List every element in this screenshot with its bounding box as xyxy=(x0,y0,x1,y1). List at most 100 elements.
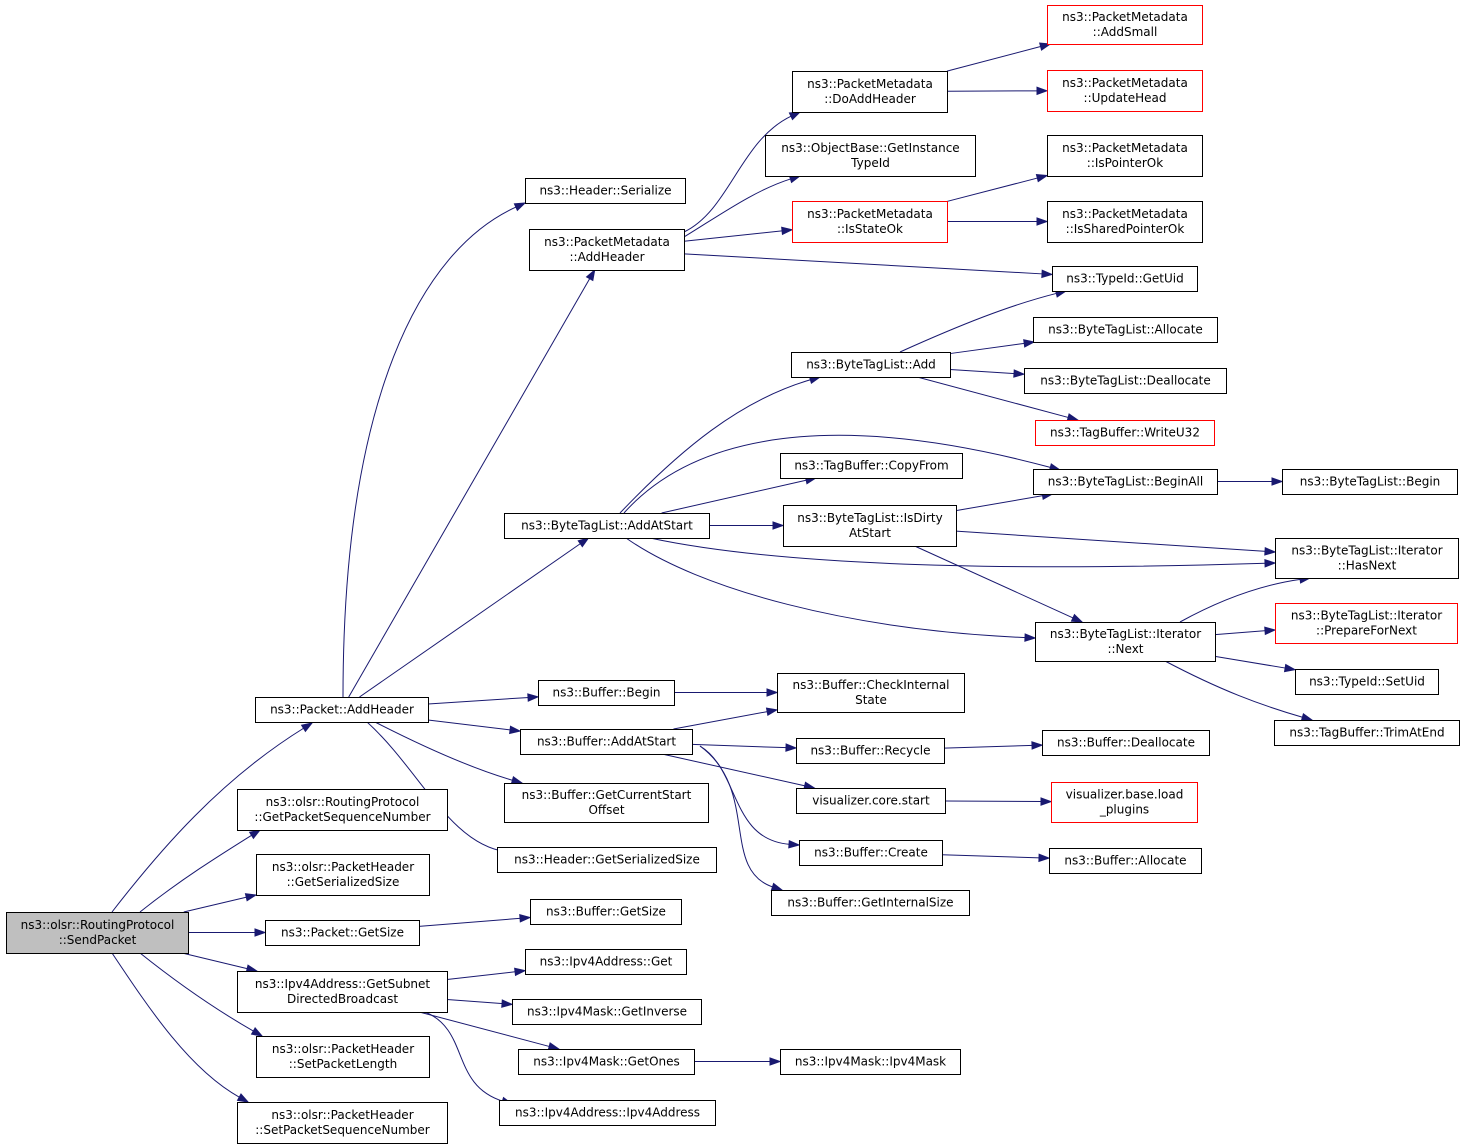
node-pmIsStateOk[interactable]: ns3::PacketMetadata::IsStateOk xyxy=(792,201,948,243)
node-box xyxy=(265,920,420,946)
node-btlBeginAll[interactable]: ns3::ByteTagList::BeginAll xyxy=(1033,469,1218,495)
node-label: ::IsSharedPointerOk xyxy=(1066,222,1185,236)
node-btlIterHasNext[interactable]: ns3::ByteTagList::Iterator::HasNext xyxy=(1275,538,1459,579)
node-label: ns3::PacketMetadata xyxy=(544,235,670,249)
edge-pmDoAddHeader-to-pmAddSmall xyxy=(946,45,1042,72)
node-label: ns3::Ipv4Address::Get xyxy=(540,955,673,969)
node-setPacketSeqNum[interactable]: ns3::olsr::PacketHeader::SetPacketSequen… xyxy=(237,1102,448,1144)
node-label: ns3::ByteTagList::Iterator xyxy=(1050,627,1201,641)
edge-vizCoreStart-to-vizLoadPlugins-arrowhead xyxy=(1040,797,1053,806)
node-bufferCreate[interactable]: ns3::Buffer::Create xyxy=(799,840,943,866)
node-ipv4AddrCtor[interactable]: ns3::Ipv4Address::Ipv4Address xyxy=(499,1100,716,1126)
node-tbWriteU32[interactable]: ns3::TagBuffer::WriteU32 xyxy=(1035,420,1215,446)
node-getPacketSeqNum[interactable]: ns3::olsr::RoutingProtocol::GetPacketSeq… xyxy=(237,789,448,831)
node-label: ns3::PacketMetadata xyxy=(807,77,933,91)
node-label: ns3::Header::GetSerializedSize xyxy=(514,853,700,867)
node-setPacketLength[interactable]: ns3::olsr::PacketHeader::SetPacketLength xyxy=(256,1036,430,1078)
node-label: ns3::olsr::PacketHeader xyxy=(271,1108,413,1122)
node-tbCopyFrom[interactable]: ns3::TagBuffer::CopyFrom xyxy=(780,453,963,479)
node-label: ns3::TagBuffer::WriteU32 xyxy=(1050,426,1200,440)
node-bufferBegin[interactable]: ns3::Buffer::Begin xyxy=(538,680,675,706)
edge-sendPacket-to-packetAddHeader-arrowhead xyxy=(300,722,314,733)
node-bufferGetSize[interactable]: ns3::Buffer::GetSize xyxy=(530,899,682,925)
node-box xyxy=(1042,730,1210,756)
edge-sendPacket-to-getPacketSeqNum-arrowhead xyxy=(248,829,262,840)
node-label: ns3::olsr::PacketHeader xyxy=(272,1042,414,1056)
node-btlAllocate[interactable]: ns3::ByteTagList::Allocate xyxy=(1033,317,1218,343)
node-label: ns3::Header::Serialize xyxy=(539,184,671,198)
edge-bufferAddAtStart-to-bufferCreate-arrowhead xyxy=(788,839,801,849)
node-ipv4AddrGet[interactable]: ns3::Ipv4Address::Get xyxy=(525,949,687,975)
node-label: ns3::TypeId::GetUid xyxy=(1066,272,1184,286)
node-label: ::GetSerializedSize xyxy=(287,875,400,889)
node-btlIterPrepareForNext[interactable]: ns3::ByteTagList::Iterator::PrepareForNe… xyxy=(1275,603,1458,644)
node-bufferRecycle[interactable]: ns3::Buffer::Recycle xyxy=(796,738,945,764)
edge-bufferAddAtStart-to-bufferCheckInternalState-arrowhead xyxy=(765,707,779,716)
node-packetGetSize[interactable]: ns3::Packet::GetSize xyxy=(265,920,420,946)
node-label: ns3::PacketMetadata xyxy=(1062,76,1188,90)
node-bufferGetInternalSize[interactable]: ns3::Buffer::GetInternalSize xyxy=(771,890,970,916)
edge-btlIterNext-to-tbTrimAtEnd xyxy=(1164,660,1304,718)
node-bufferAddAtStart[interactable]: ns3::Buffer::AddAtStart xyxy=(520,729,693,755)
node-packetAddHeader[interactable]: ns3::Packet::AddHeader xyxy=(255,697,429,723)
node-btlBegin[interactable]: ns3::ByteTagList::Begin xyxy=(1282,469,1458,495)
node-label: ns3::TagBuffer::TrimAtEnd xyxy=(1289,726,1444,740)
node-pmAddHeader[interactable]: ns3::PacketMetadata::AddHeader xyxy=(529,229,685,271)
node-label: ::AddSmall xyxy=(1093,25,1158,39)
node-tbTrimAtEnd[interactable]: ns3::TagBuffer::TrimAtEnd xyxy=(1274,720,1460,746)
node-bufferDeallocate[interactable]: ns3::Buffer::Deallocate xyxy=(1042,730,1210,756)
edge-bufferAddAtStart-to-vizCoreStart xyxy=(661,753,806,787)
node-sendPacket[interactable]: ns3::olsr::RoutingProtocol::SendPacket xyxy=(6,912,189,954)
node-box xyxy=(525,949,687,975)
node-pmIsPointerOk[interactable]: ns3::PacketMetadata::IsPointerOk xyxy=(1047,135,1203,177)
node-box xyxy=(529,229,685,271)
node-label: DirectedBroadcast xyxy=(287,992,398,1006)
node-ipv4MaskGetInverse[interactable]: ns3::Ipv4Mask::GetInverse xyxy=(512,999,702,1025)
node-vizLoadPlugins[interactable]: visualizer.base.load_plugins xyxy=(1051,782,1198,823)
node-typeIdSetUid[interactable]: ns3::TypeId::SetUid xyxy=(1295,669,1439,695)
node-label: ::SetPacketSequenceNumber xyxy=(255,1123,430,1137)
node-ipv4MaskGetOnes[interactable]: ns3::Ipv4Mask::GetOnes xyxy=(518,1049,695,1075)
edge-btlIsDirtyAtStart-to-btlBeginAll xyxy=(955,495,1044,512)
node-headerSerialize[interactable]: ns3::Header::Serialize xyxy=(525,178,686,204)
node-ipv4GetSubnetDirected[interactable]: ns3::Ipv4Address::GetSubnetDirectedBroad… xyxy=(237,971,448,1013)
node-headerGetSerializedSize[interactable]: ns3::Header::GetSerializedSize xyxy=(497,847,717,873)
node-label: ns3::ByteTagList::Allocate xyxy=(1048,323,1203,337)
edge-sendPacket-to-ipv4GetSubnetDirected xyxy=(182,952,249,970)
node-btlAddAtStart[interactable]: ns3::ByteTagList::AddAtStart xyxy=(504,513,710,539)
node-box xyxy=(1275,538,1459,579)
node-box xyxy=(1024,368,1227,394)
node-ipv4MaskCtor[interactable]: ns3::Ipv4Mask::Ipv4Mask xyxy=(780,1049,961,1075)
node-bufferAllocate[interactable]: ns3::Buffer::Allocate xyxy=(1049,848,1202,874)
edge-packetAddHeader-to-headerSerialize xyxy=(342,206,517,698)
edge-btlIsDirtyAtStart-to-btlIterNext xyxy=(914,545,1075,619)
node-pmAddSmall[interactable]: ns3::PacketMetadata::AddSmall xyxy=(1047,5,1203,45)
node-pmIsSharedPointerOk[interactable]: ns3::PacketMetadata::IsSharedPointerOk xyxy=(1047,201,1203,243)
node-typeIdGetUid[interactable]: ns3::TypeId::GetUid xyxy=(1052,266,1198,292)
edge-bufferRecycle-to-bufferDeallocate-arrowhead xyxy=(1031,741,1044,750)
node-btlDeallocate[interactable]: ns3::ByteTagList::Deallocate xyxy=(1024,368,1227,394)
node-label: ns3::Buffer::Recycle xyxy=(810,744,930,758)
node-btlIterNext[interactable]: ns3::ByteTagList::Iterator::Next xyxy=(1035,622,1216,662)
edge-btlAddAtStart-to-btlIterNext xyxy=(625,537,1027,639)
node-label: ns3::Buffer::Create xyxy=(814,846,928,860)
node-btlAdd[interactable]: ns3::ByteTagList::Add xyxy=(791,352,951,378)
node-box xyxy=(525,178,686,204)
node-label: Offset xyxy=(588,803,624,817)
edge-sendPacket-to-setPacketLength xyxy=(139,952,255,1032)
edge-btlIterNext-to-btlIterPrepareForNext-arrowhead xyxy=(1264,626,1277,636)
edge-btlAdd-to-tbWriteU32 xyxy=(917,376,1070,419)
edge-packetAddHeader-to-pmAddHeader xyxy=(348,277,591,698)
edge-packetAddHeader-to-pmAddHeader-arrowhead xyxy=(585,268,596,282)
edge-pmAddHeader-to-pmIsStateOk xyxy=(683,230,784,242)
node-pktHdrGetSerializedSize[interactable]: ns3::olsr::PacketHeader::GetSerializedSi… xyxy=(256,854,430,896)
node-pmDoAddHeader[interactable]: ns3::PacketMetadata::DoAddHeader xyxy=(792,71,948,113)
edge-bufferCreate-to-bufferAllocate xyxy=(941,854,1041,859)
node-vizCoreStart[interactable]: visualizer.core.start xyxy=(796,788,946,814)
node-pmUpdateHead[interactable]: ns3::PacketMetadata::UpdateHead xyxy=(1047,70,1203,112)
